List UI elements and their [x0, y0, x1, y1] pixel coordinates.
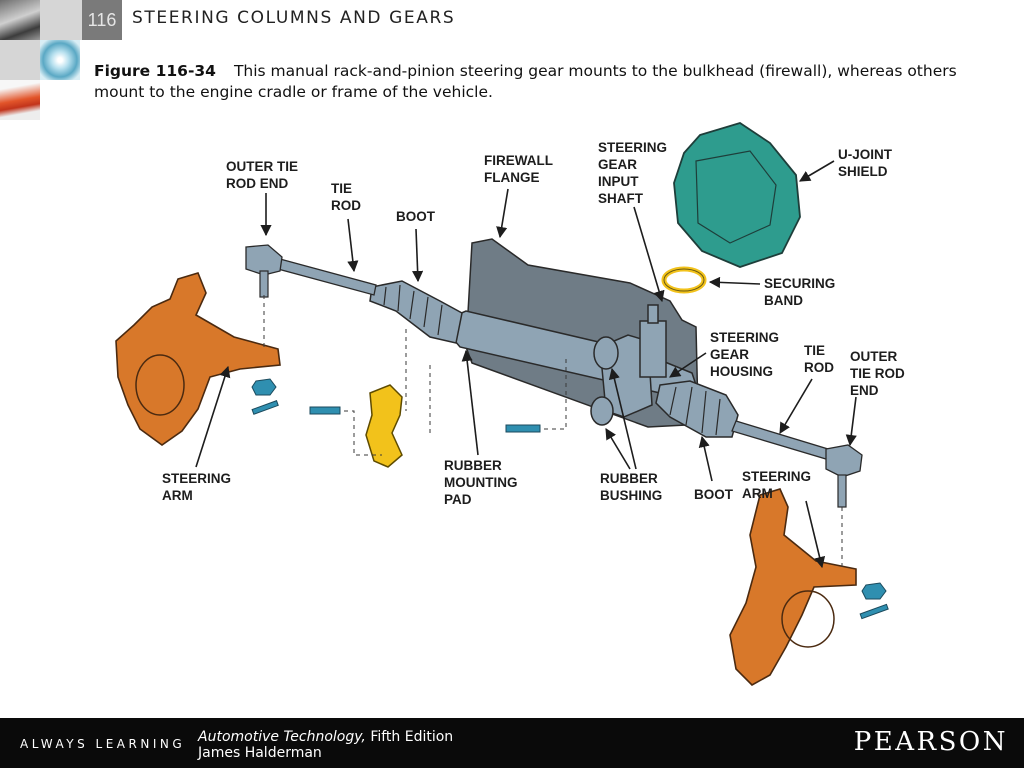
label-line: RUBBER	[600, 471, 658, 486]
label-line: BOOT	[694, 487, 734, 502]
label-tie-rod-left: TIE ROD	[331, 181, 361, 213]
label-line: TIE ROD	[850, 366, 905, 381]
label-u-joint-shield: U-JOINT SHIELD	[838, 147, 893, 179]
arrow-u-joint-shield	[799, 160, 835, 182]
label-line: ROD	[804, 360, 834, 375]
label-line: RUBBER	[444, 458, 502, 473]
label-tie-rod-right: TIE ROD	[804, 343, 834, 375]
label-line: ROD END	[226, 176, 289, 191]
label-line: STEERING	[742, 469, 811, 484]
u-joint-shield-part	[673, 122, 801, 268]
boot-left-part	[369, 280, 463, 344]
label-line: HOUSING	[710, 364, 773, 379]
arrow-rubber-mounting-pad	[461, 349, 479, 456]
arrow-securing-band	[708, 276, 761, 288]
label-line: OUTER	[850, 349, 898, 364]
rubber-mounting-pad-part	[365, 384, 403, 468]
arrow-rubber-bushing-1	[605, 428, 631, 470]
rack-housing-part	[449, 304, 697, 426]
label-line: U-JOINT	[838, 147, 893, 162]
arrow-firewall-flange	[496, 188, 509, 239]
car-photo-thumbnail	[0, 0, 40, 40]
book-author: James Halderman	[198, 745, 322, 761]
label-line: STEERING	[710, 330, 779, 345]
leader-arrows	[195, 160, 857, 569]
label-line: PAD	[444, 492, 472, 507]
label-steering-arm-left: STEERING ARM	[162, 471, 231, 503]
securing-band-part	[661, 266, 707, 294]
book-title: Automotive Technology,	[198, 729, 366, 745]
label-line: MOUNTING	[444, 475, 518, 490]
label-firewall-flange: FIREWALL FLANGE	[484, 153, 553, 185]
label-rubber-mounting-pad: RUBBER MOUNTING PAD	[444, 458, 518, 507]
arrow-rubber-bushing-2	[608, 367, 637, 470]
label-line: GEAR	[598, 157, 637, 172]
label-rubber-bushing: RUBBER BUSHING	[600, 471, 662, 503]
label-line: TIE	[331, 181, 352, 196]
label-line: BUSHING	[600, 488, 662, 503]
label-boot-left: BOOT	[396, 209, 436, 224]
bolts-and-nuts	[251, 378, 889, 620]
rack-and-pinion-diagram: OUTER TIE ROD END TIE ROD BOOT FIREWALL FLA…	[115, 122, 905, 686]
label-line: OUTER TIE	[226, 159, 298, 174]
footer-bar: ALWAYS LEARNING Automotive Technology, F…	[0, 718, 1024, 768]
boot-right-part	[655, 380, 739, 438]
label-line: TIE	[804, 343, 825, 358]
label-line: SECURING	[764, 276, 835, 291]
label-steering-gear-housing: STEERING GEAR HOUSING	[710, 330, 779, 379]
arrow-boot-right	[698, 435, 713, 482]
book-edition: Fifth Edition	[365, 729, 454, 745]
publisher-logo: PEARSON	[853, 727, 1008, 757]
gray-block	[0, 40, 40, 80]
label-line: GEAR	[710, 347, 749, 362]
arrow-steering-arm-left	[195, 365, 231, 468]
arrow-outer-tie-rod-end-right	[845, 396, 857, 447]
label-line: SHIELD	[838, 164, 888, 179]
figure-label: Figure 116-34	[94, 62, 216, 80]
label-outer-tie-rod-end-right: OUTER TIE ROD END	[850, 349, 905, 398]
label-line: ARM	[162, 488, 193, 503]
label-line: ARM	[742, 486, 773, 501]
label-outer-tie-rod-end-left: OUTER TIE ROD END	[226, 159, 298, 191]
label-line: FLANGE	[484, 170, 540, 185]
label-boot-right: BOOT	[694, 487, 734, 502]
footer-book-info: Automotive Technology, Fifth Edition Jam…	[198, 729, 453, 761]
steering-knuckle-left-part	[115, 272, 281, 446]
label-line: FIREWALL	[484, 153, 553, 168]
label-line: END	[850, 383, 879, 398]
label-line: ROD	[331, 198, 361, 213]
chapter-title: STEERING COLUMNS AND GEARS	[132, 8, 456, 28]
label-line: STEERING	[598, 140, 667, 155]
assembly-dashed-lines	[263, 295, 843, 571]
tire-photo-thumbnail	[40, 40, 80, 80]
label-line: BOOT	[396, 209, 436, 224]
sidebar-thumbnails	[0, 0, 82, 120]
label-steering-gear-input-shaft: STEERING GEAR INPUT SHAFT	[598, 140, 667, 206]
arrow-tie-rod-left	[347, 218, 359, 273]
arrow-steering-arm-right	[805, 500, 826, 569]
arrow-tie-rod-right	[779, 378, 813, 434]
label-securing-band: SECURING BAND	[764, 276, 835, 308]
steering-knuckle-right-part	[729, 488, 857, 686]
gray-block	[40, 0, 82, 40]
label-line: BAND	[764, 293, 803, 308]
arrow-steering-gear-input-shaft	[633, 206, 665, 303]
caption-text: This manual rack-and-pinion steering gea…	[94, 62, 957, 101]
label-steering-arm-right: STEERING ARM	[742, 469, 811, 501]
chapter-number: 116	[82, 0, 122, 40]
red-car-thumbnail	[0, 80, 40, 120]
footer-tagline: ALWAYS LEARNING	[20, 737, 186, 751]
label-line: STEERING	[162, 471, 231, 486]
arrow-steering-gear-housing	[669, 352, 707, 378]
arrow-boot-left	[412, 228, 424, 283]
tie-rod-left-part	[245, 244, 377, 298]
label-line: INPUT	[598, 174, 639, 189]
label-line: SHAFT	[598, 191, 644, 206]
